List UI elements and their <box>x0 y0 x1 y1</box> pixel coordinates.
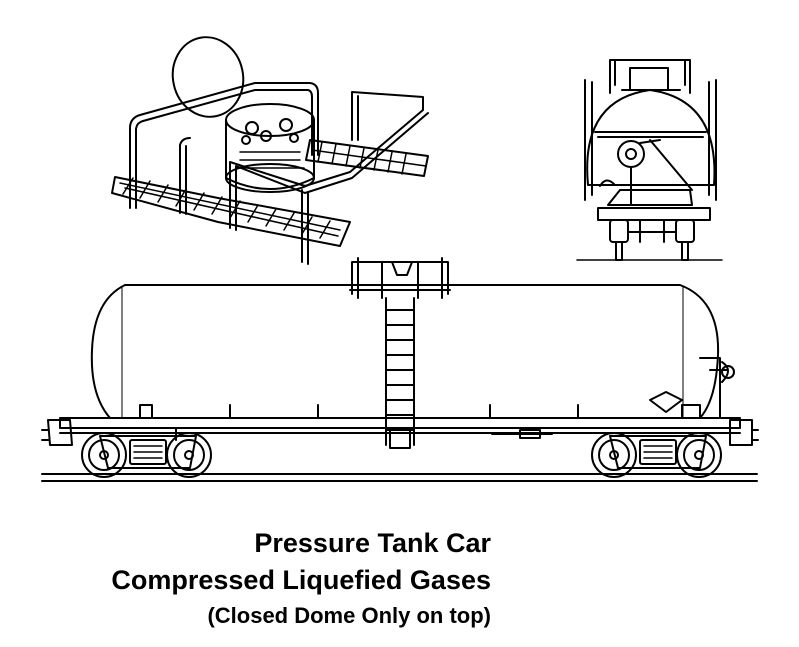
dome-platform-detail <box>111 36 429 265</box>
manway-dome <box>225 103 315 193</box>
front-grating <box>111 176 351 247</box>
left-truck <box>81 432 212 478</box>
left-handrail <box>129 82 319 209</box>
end-view <box>576 59 723 261</box>
side-view <box>41 257 759 482</box>
hand-brake-wheel <box>617 140 645 168</box>
caption-subtitle: Compressed Liquefied Gases <box>111 565 491 595</box>
caption-note: (Closed Dome Only on top) <box>207 603 491 628</box>
hatch-cover <box>171 36 245 118</box>
rear-grating <box>305 139 429 177</box>
caption-title: Pressure Tank Car <box>254 528 491 558</box>
ladder <box>385 297 415 449</box>
right-truck <box>591 432 722 478</box>
tank-body <box>90 284 720 419</box>
underframe <box>59 417 741 429</box>
right-handrail <box>229 91 424 229</box>
rail <box>41 473 758 482</box>
